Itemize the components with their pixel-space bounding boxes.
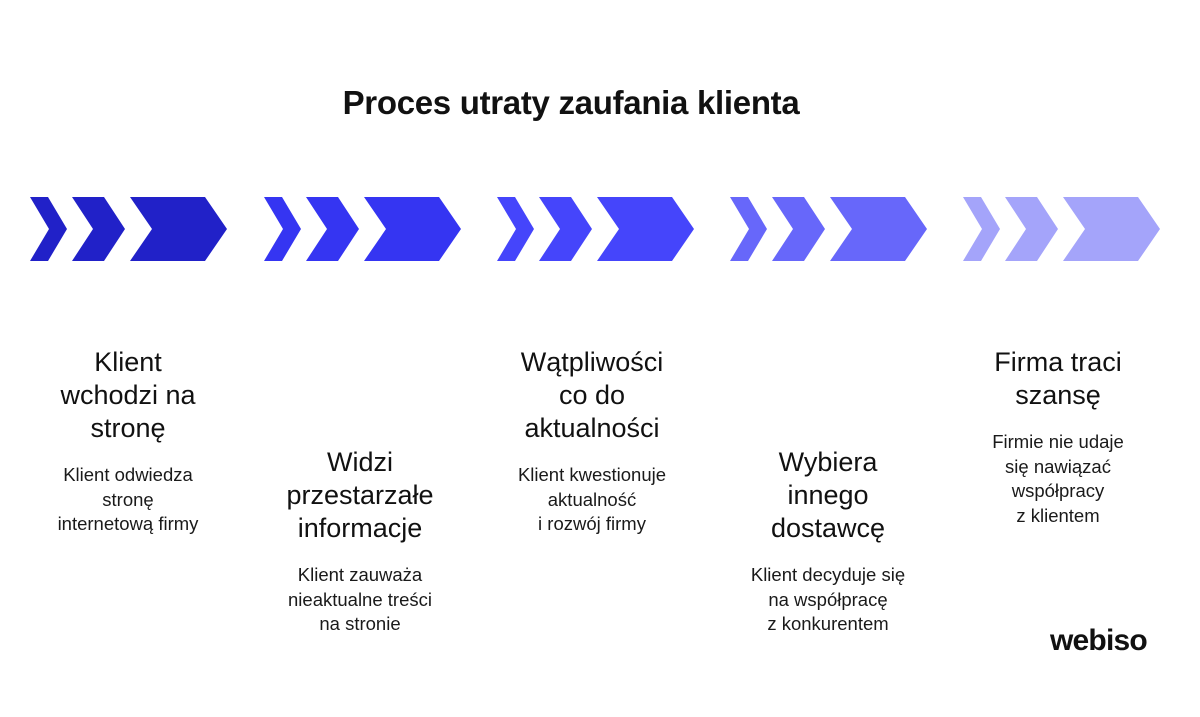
chevron-4a	[730, 197, 767, 261]
step-4-description: Klient decyduje się na współpracę z konk…	[750, 564, 906, 634]
step-5-description: Firmie nie udaje się nawiązać współpracy…	[992, 431, 1124, 526]
chevron-4c	[830, 197, 927, 261]
chevron-2b	[306, 197, 359, 261]
webiso-logo: webiso	[1050, 624, 1148, 657]
step-1-title: Klient wchodzi na stronę	[60, 347, 196, 443]
chevron-5b	[1005, 197, 1058, 261]
chevron-3c	[597, 197, 694, 261]
chevron-1a	[30, 197, 67, 261]
step-1: Klient wchodzi na stronę Klient odwiedza…	[8, 346, 248, 537]
chevron-group-5	[963, 197, 1160, 261]
chevron-1c	[130, 197, 227, 261]
step-3: Wątpliwości co do aktualności Klient kwe…	[472, 346, 712, 537]
chevron-1b	[72, 197, 125, 261]
step-5: Firma traci szansę Firmie nie udaje się …	[938, 346, 1178, 528]
chevron-group-1	[30, 197, 227, 261]
step-3-title: Wątpliwości co do aktualności	[520, 347, 664, 443]
chevron-5c	[1063, 197, 1160, 261]
step-4-title: Wybiera innego dostawcę	[770, 447, 886, 543]
diagram-title: Proces utraty zaufania klienta	[342, 84, 800, 121]
chevron-group-3	[497, 197, 694, 261]
step-2-description: Klient zauważa nieaktualne treści na str…	[288, 564, 432, 634]
chevron-3b	[539, 197, 592, 261]
step-1-description: Klient odwiedza stronę internetową firmy	[57, 464, 199, 534]
step-2: Widzi przestarzałe informacje Klient zau…	[240, 446, 480, 637]
chevron-2a	[264, 197, 301, 261]
chevron-2c	[364, 197, 461, 261]
chevron-3a	[497, 197, 534, 261]
chevron-5a	[963, 197, 1000, 261]
step-5-title: Firma traci szansę	[994, 347, 1122, 410]
step-2-title: Widzi przestarzałe informacje	[286, 447, 434, 543]
chevron-4b	[772, 197, 825, 261]
step-3-description: Klient kwestionuje aktualność i rozwój f…	[517, 464, 667, 534]
chevron-arrows	[30, 197, 1160, 261]
chevron-group-2	[264, 197, 461, 261]
chevron-group-4	[730, 197, 927, 261]
step-4: Wybiera innego dostawcę Klient decyduje …	[708, 446, 948, 637]
